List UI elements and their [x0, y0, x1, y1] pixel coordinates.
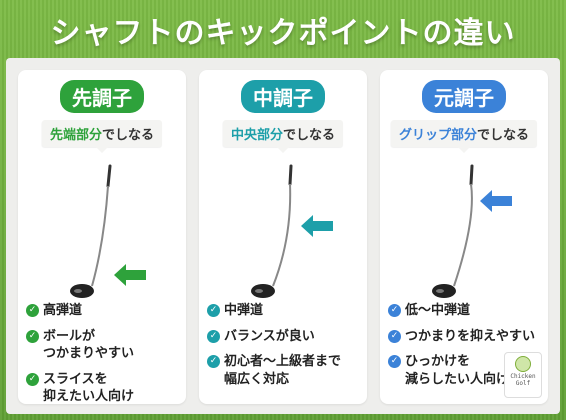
club-head: [70, 284, 94, 298]
flex-point-caption: 中央部分でしなる: [222, 120, 344, 153]
badge-mid-flex: 中調子: [241, 80, 325, 113]
check-circle-icon: ✓: [26, 329, 39, 343]
golf-club-icon: [251, 164, 333, 298]
arrow-left-icon: [114, 264, 146, 286]
club-head: [432, 284, 456, 298]
flex-point-caption: 先端部分でしなる: [41, 120, 163, 153]
club-shaft: [91, 164, 112, 287]
golf-club-icon: [70, 164, 146, 298]
check-circle-icon: ✓: [388, 355, 401, 369]
feature-list: ✓高弾道 ✓ボールが つかまりやすい ✓スライスを 抑えたい人向け: [26, 302, 182, 414]
check-circle-icon: ✓: [388, 329, 401, 343]
golf-club-icon: [432, 164, 512, 298]
arrow-left-icon: [480, 190, 512, 212]
check-circle-icon: ✓: [26, 304, 39, 317]
feature-item: ✓低〜中弾道: [388, 302, 544, 320]
club-shaft: [453, 164, 474, 287]
card-butt-flex: 元調子 グリップ部分でしなる ✓低〜中弾道 ✓つかまりを抑えやすい ✓ひっかけを…: [380, 70, 548, 404]
chick-icon: [515, 356, 531, 372]
flex-point-highlight: 先端部分: [49, 128, 102, 143]
club-shaft: [272, 164, 293, 287]
check-circle-icon: ✓: [207, 355, 220, 369]
feature-item: ✓スライスを 抑えたい人向け: [26, 371, 182, 406]
feature-item: ✓高弾道: [26, 302, 182, 320]
feature-item: ✓バランスが良い: [207, 328, 363, 346]
flex-point-caption: グリップ部分でしなる: [390, 120, 538, 153]
feature-item: ✓初心者〜上級者まで 幅広く対応: [207, 353, 363, 388]
feature-list: ✓中弾道 ✓バランスが良い ✓初心者〜上級者まで 幅広く対応: [207, 302, 363, 396]
page-title: シャフトのキックポイントの違い: [50, 16, 516, 51]
card-mid-flex: 中調子 中央部分でしなる ✓中弾道 ✓バランスが良い ✓初心者〜上級者まで 幅広…: [199, 70, 367, 404]
flex-point-text: でしなる: [283, 128, 336, 143]
check-circle-icon: ✓: [26, 372, 39, 386]
flex-point-highlight: 中央部分: [230, 128, 283, 143]
comparison-board: 先調子 先端部分でしなる ✓高弾道 ✓ボールが つかまりやすい ✓スライスを 抑…: [6, 58, 560, 414]
feature-item: ✓つかまりを抑えやすい: [388, 328, 544, 346]
card-tip-flex: 先調子 先端部分でしなる ✓高弾道 ✓ボールが つかまりやすい ✓スライスを 抑…: [18, 70, 186, 404]
flex-point-text: でしなる: [477, 128, 530, 143]
flex-point-highlight: グリップ部分: [398, 128, 477, 143]
check-circle-icon: ✓: [207, 329, 220, 343]
feature-item: ✓中弾道: [207, 302, 363, 320]
check-circle-icon: ✓: [388, 304, 401, 317]
badge-butt-flex: 元調子: [422, 80, 506, 113]
feature-item: ✓ボールが つかまりやすい: [26, 328, 182, 363]
check-circle-icon: ✓: [207, 304, 220, 317]
arrow-left-icon: [301, 215, 333, 237]
club-head: [251, 284, 275, 298]
chicken-golf-logo: Chicken Golf: [504, 352, 542, 398]
feature-item: ✓ひっかけを 減らしたい人向け: [388, 353, 544, 388]
badge-tip-flex: 先調子: [60, 80, 144, 113]
flex-point-text: でしなる: [102, 128, 155, 143]
feature-list: ✓低〜中弾道 ✓つかまりを抑えやすい ✓ひっかけを 減らしたい人向け: [388, 302, 544, 396]
